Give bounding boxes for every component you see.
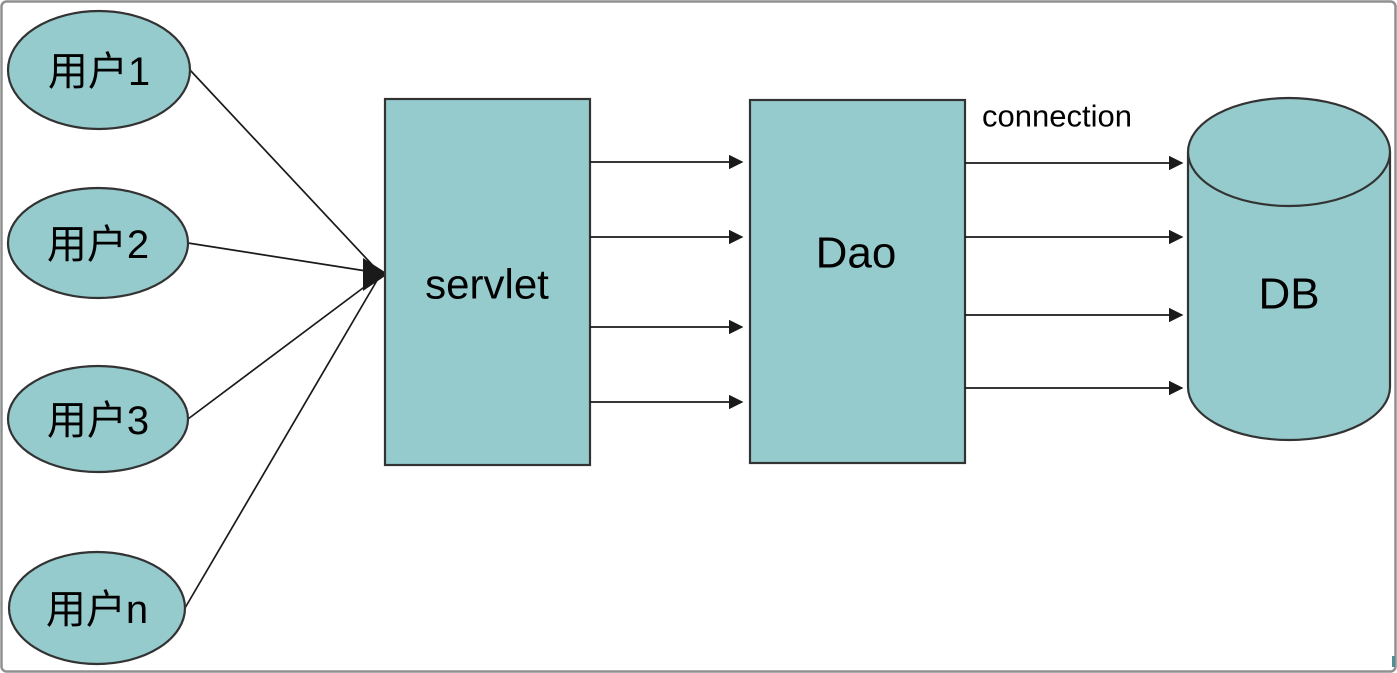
db-cylinder-top [1186,96,1392,208]
user-node-3: 用户3 [6,364,190,474]
user1-ellipse [6,9,192,131]
user3-label: 用户3 [47,399,149,443]
dao-node: Dao [748,98,967,465]
usern-ellipse [7,550,187,666]
db-cylinder-body [1186,152,1392,442]
servlet-rect [383,97,592,467]
edge-user3-servlet [187,275,380,420]
edge-user2-servlet [187,242,380,274]
dao-rect [748,98,967,465]
user2-ellipse [6,186,190,300]
user-node-1: 用户1 [6,9,192,131]
user-node-2: 用户2 [6,186,190,300]
edge-user1-servlet [189,69,380,273]
servlet-input-arrowhead-icon [363,258,388,291]
corner-artifact [1392,656,1395,667]
db-label: DB [1258,270,1319,319]
user2-label: 用户2 [47,223,149,267]
db-node: DB [1186,96,1392,442]
user-node-n: 用户n [7,550,187,666]
user3-ellipse [6,364,190,474]
servlet-label: servlet [425,261,549,308]
servlet-node: servlet [383,97,592,467]
edge-usern-servlet [184,276,380,609]
user1-label: 用户1 [48,50,150,94]
usern-label: 用户n [46,588,148,632]
dao-label: Dao [816,229,897,278]
connection-label: connection [982,99,1132,134]
